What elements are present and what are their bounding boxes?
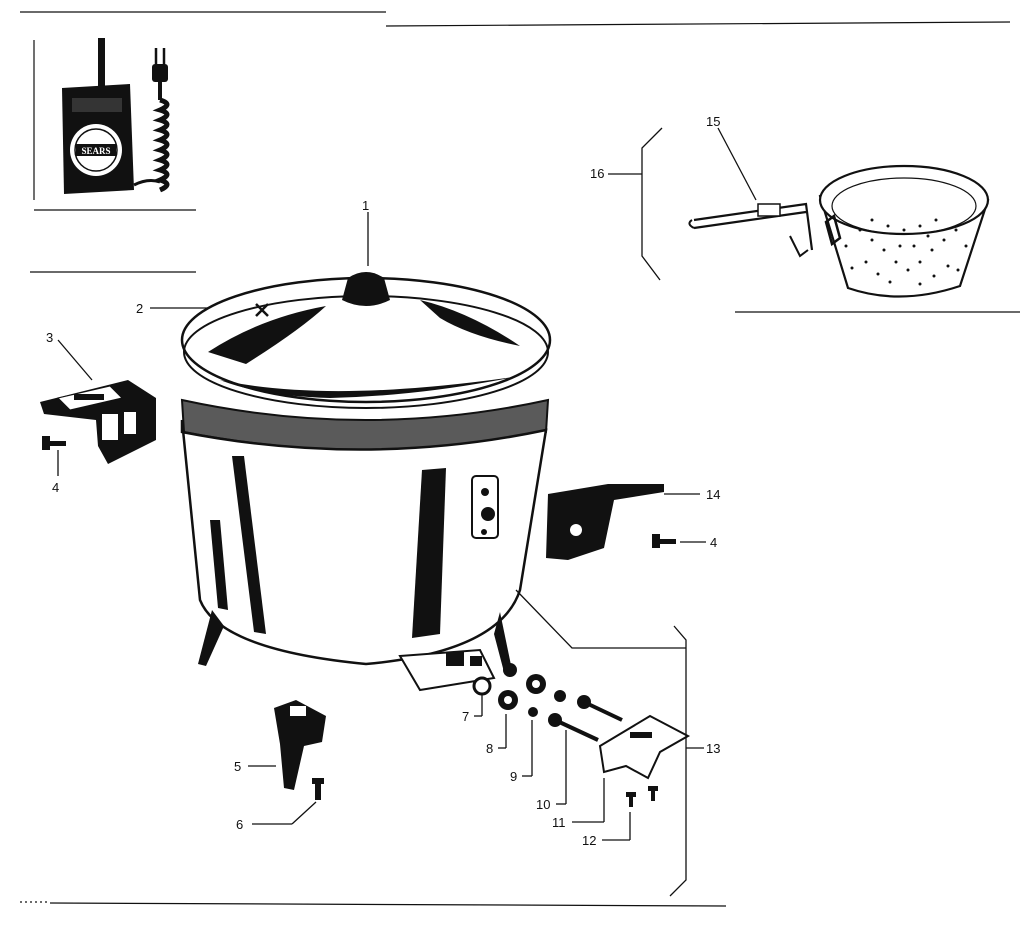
leg-part: [274, 700, 326, 790]
callout-3: 3: [46, 330, 53, 345]
callout-13: 13: [706, 741, 720, 756]
cooker-lid: [180, 272, 552, 409]
temperature-control-unit: SEARS: [33, 38, 170, 200]
element-hardware: [472, 663, 691, 807]
callout-7: 7: [462, 709, 469, 724]
callout-10: 10: [536, 797, 550, 812]
callout-2: 2: [136, 301, 143, 316]
cooker-body: [180, 398, 550, 692]
callout-6: 6: [236, 817, 243, 832]
callout-16: 16: [590, 166, 604, 181]
callout-labels: 1 2 3 4 14 4 5 6 7 8 9 10 11 12 13 15 16: [46, 114, 720, 848]
callout-14: 14: [706, 487, 720, 502]
fry-basket-assembly: [688, 164, 990, 298]
callout-4-left: 4: [52, 480, 59, 495]
callout-11: 11: [552, 815, 566, 830]
control-brand-label: SEARS: [81, 146, 110, 156]
callout-9: 9: [510, 769, 517, 784]
handle-screw-left: [42, 436, 66, 450]
callout-4-right: 4: [710, 535, 717, 550]
handle-screw-right: [652, 534, 676, 548]
callout-8: 8: [486, 741, 493, 756]
left-handle-part: [40, 380, 156, 464]
callout-15: 15: [706, 114, 720, 129]
leg-screw: [312, 778, 324, 800]
callout-5: 5: [234, 759, 241, 774]
leader-lines: [57, 127, 757, 897]
callout-12: 12: [582, 833, 596, 848]
frame-lines: [20, 11, 1020, 907]
right-handle-part: [546, 484, 664, 560]
callout-1: 1: [362, 198, 369, 213]
